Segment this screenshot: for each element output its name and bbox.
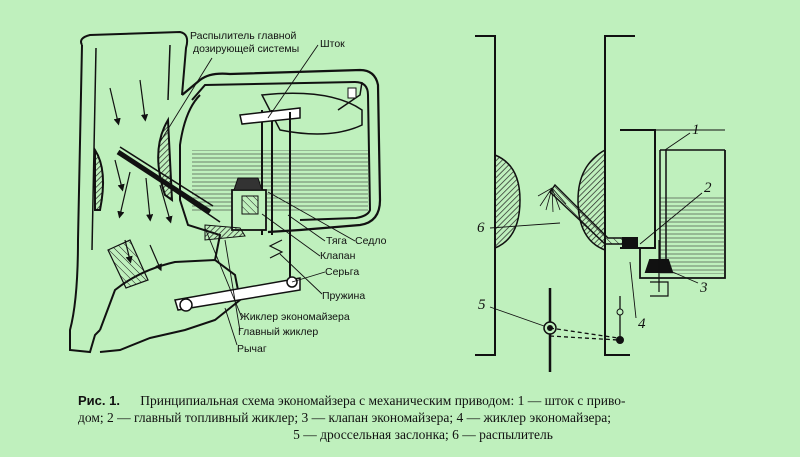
- label-spring: Пружина: [322, 290, 366, 302]
- right-leader-lines: [489, 132, 703, 327]
- label-main-jet: Главный жиклер: [238, 326, 319, 338]
- label-sprayer-main-2: дозирующей системы: [193, 43, 300, 55]
- air-flow-arrows: [109, 79, 173, 272]
- label-num-2: 2: [704, 180, 712, 196]
- label-earring: Серьга: [325, 266, 360, 278]
- label-seat: Седло: [355, 235, 387, 247]
- caption-line-2: дом; 2 — главный топливный жиклер; 3 — к…: [78, 410, 612, 425]
- label-pull-rod: Тяга: [326, 235, 347, 247]
- caption-line-3: 5 — дроссельная заслонка; 6 — распылител…: [293, 427, 553, 442]
- label-num-4: 4: [638, 316, 646, 332]
- label-sprayer-main: Распылитель главной: [190, 30, 297, 42]
- caption-fig-number: Рис. 1.: [78, 393, 120, 408]
- left-carburetor-drawing: [69, 30, 382, 354]
- label-num-6: 6: [477, 220, 485, 236]
- caption-text-1: Принципиальная схема экономайзера с меха…: [140, 393, 626, 408]
- spray-lines: [537, 187, 567, 213]
- left-leader-lines: [159, 44, 356, 346]
- right-schematic-drawing: [475, 35, 726, 372]
- label-rod: Шток: [320, 38, 345, 50]
- label-num-5: 5: [478, 297, 486, 313]
- label-lever: Рычаг: [237, 343, 267, 355]
- label-num-3: 3: [700, 280, 708, 296]
- label-eco-jet: Жиклер экономайзера: [240, 311, 350, 323]
- figure-caption: Рис. 1. Принципиальная схема экономайзер…: [78, 392, 768, 443]
- caption-line-1: Рис. 1. Принципиальная схема экономайзер…: [78, 392, 768, 409]
- label-valve: Клапан: [320, 250, 356, 262]
- label-num-1: 1: [692, 122, 700, 138]
